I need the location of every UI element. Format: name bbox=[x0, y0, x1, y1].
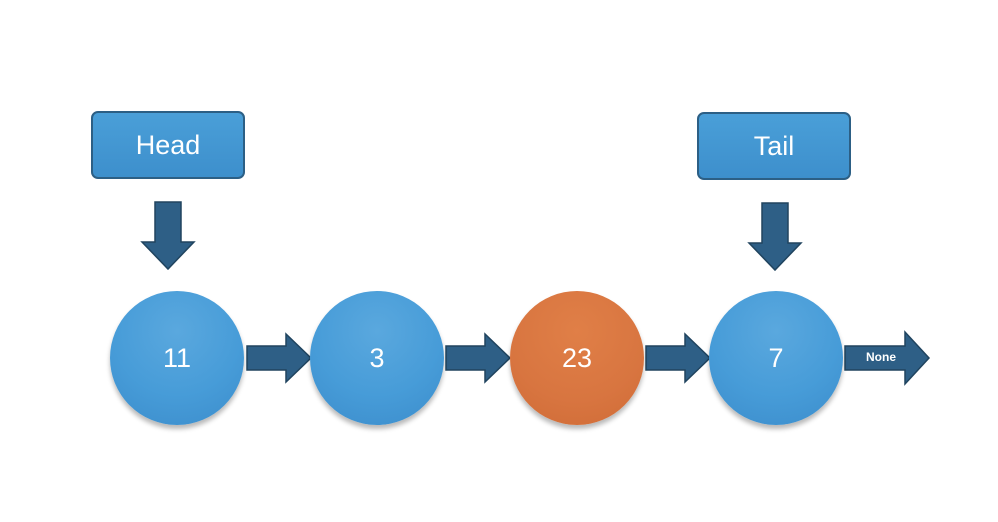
node-value: 11 bbox=[162, 342, 192, 373]
none-terminator-label: None bbox=[866, 350, 896, 364]
list-node-highlighted: 23 bbox=[510, 291, 644, 425]
list-node: 3 bbox=[310, 291, 444, 425]
node-value: 3 bbox=[369, 342, 385, 373]
node-value: 23 bbox=[561, 342, 593, 373]
list-node: 11 bbox=[110, 291, 244, 425]
list-node: 7 bbox=[709, 291, 843, 425]
head-pointer-box: Head bbox=[91, 111, 245, 179]
next-arrow-1 bbox=[246, 332, 313, 384]
head-label: Head bbox=[135, 129, 201, 160]
head-pointer-arrow bbox=[140, 201, 196, 271]
tail-label: Tail bbox=[753, 130, 795, 161]
tail-pointer-box: Tail bbox=[697, 112, 851, 180]
next-arrow-3 bbox=[645, 332, 712, 384]
none-arrow bbox=[844, 330, 931, 386]
node-value: 7 bbox=[768, 342, 784, 373]
tail-pointer-arrow bbox=[747, 202, 803, 272]
next-arrow-2 bbox=[445, 332, 512, 384]
